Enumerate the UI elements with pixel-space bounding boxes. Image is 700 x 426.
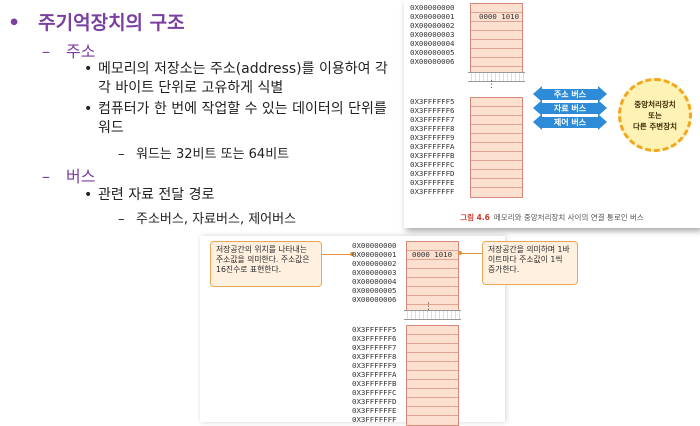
memory-break: [468, 72, 525, 82]
memory-block-bottom-2: [406, 325, 459, 426]
address-label: 0X00000000: [410, 3, 455, 12]
address-label: 0X00000001: [410, 12, 455, 21]
address-label: 0X00000003: [410, 30, 455, 39]
address-label: 0X3FFFFFF5: [352, 325, 397, 334]
note-address: 저장공간의 위치를 나타내는 주소값을 의미한다. 주소값은 16진수로 표현한…: [210, 241, 322, 287]
memory-cell-value: 0000 1010: [479, 12, 520, 21]
address-label: 0X3FFFFFFB: [352, 379, 397, 388]
address-label: 0X3FFFFFFF: [410, 187, 455, 196]
address-label: 0X3FFFFFFF: [352, 415, 397, 424]
address-label: 0X3FFFFFFE: [352, 406, 397, 415]
sub-bullet-word: –워드는 32비트 또는 64비트: [118, 147, 290, 162]
slide-title: •주기억장치의 구조: [8, 12, 185, 34]
address-label: 0X3FFFFFFA: [410, 142, 455, 151]
address-label: 0X00000000: [352, 241, 397, 250]
address-label: 0X00000004: [410, 39, 455, 48]
address-label: 0X00000006: [352, 295, 397, 304]
address-label: 0X00000004: [352, 277, 397, 286]
address-label: 0X3FFFFFFB: [410, 151, 455, 160]
address-label: 0X3FFFFFF9: [410, 133, 455, 142]
address-label: 0X00000005: [352, 286, 397, 295]
control-bus-arrow: 제어 버스: [533, 114, 607, 130]
address-label: 0X3FFFFFFE: [410, 178, 455, 187]
address-label: 0X3FFFFFF7: [410, 115, 455, 124]
address-label: 0X3FFFFFF6: [352, 334, 397, 343]
address-label: 0X00000001: [352, 250, 397, 259]
memory-block-top-2: [406, 241, 459, 315]
address-label: 0X3FFFFFF8: [352, 352, 397, 361]
address-label: 0X3FFFFFF7: [352, 343, 397, 352]
address-label: 0X3FFFFFF5: [410, 97, 455, 106]
bullet-address-1: •메모리의 저장소는 주소(address)를 이용하여 각각 바이트 단위로 …: [84, 61, 388, 96]
section-heading-address: –주소: [42, 42, 96, 61]
address-label: 0X00000002: [352, 259, 397, 268]
memory-block-top: [470, 3, 523, 77]
address-label: 0X00000003: [352, 268, 397, 277]
address-label: 0X3FFFFFF6: [410, 106, 455, 115]
address-label: 0X3FFFFFFD: [410, 169, 455, 178]
address-label: 0X00000006: [410, 57, 455, 66]
address-label: 0X3FFFFFFA: [352, 370, 397, 379]
figure-memory-address: 저장공간의 위치를 나타내는 주소값을 의미한다. 주소값은 16진수로 표현한…: [200, 236, 505, 426]
address-bus-arrow: 주소 버스: [533, 86, 607, 102]
note-memory-cell: 저장공간을 의미하며 1바이트마다 주소값이 1씩 증가한다.: [482, 241, 578, 285]
address-label: 0X3FFFFFFC: [410, 160, 455, 169]
data-bus-arrow: 자료 버스: [533, 100, 607, 116]
bullet-address-2: •컴퓨터가 한 번에 작업할 수 있는 데이터의 단위를 워드: [84, 101, 387, 136]
slide-text-area: •주기억장치의 구조 –주소 •메모리의 저장소는 주소(address)를 이…: [0, 0, 405, 240]
address-label: 0X00000005: [410, 48, 455, 57]
section-heading-bus: –버스: [42, 167, 96, 186]
bullet-bus-1: •관련 자료 전달 경로: [84, 187, 215, 203]
address-label: 0X3FFFFFFC: [352, 388, 397, 397]
address-label: 0X00000002: [410, 21, 455, 30]
address-label: 0X3FFFFFFD: [352, 397, 397, 406]
memory-cell-value-2: 0000 1010: [412, 250, 453, 259]
cpu-circle: 중앙처리장치 또는 다른 주변장치: [618, 78, 692, 152]
memory-block-bottom: [470, 97, 523, 198]
sub-bullet-bus-types: –주소버스, 자료버스, 제어버스: [118, 212, 297, 227]
address-label: 0X3FFFFFF9: [352, 361, 397, 370]
address-label: 0X3FFFFFF8: [410, 124, 455, 133]
